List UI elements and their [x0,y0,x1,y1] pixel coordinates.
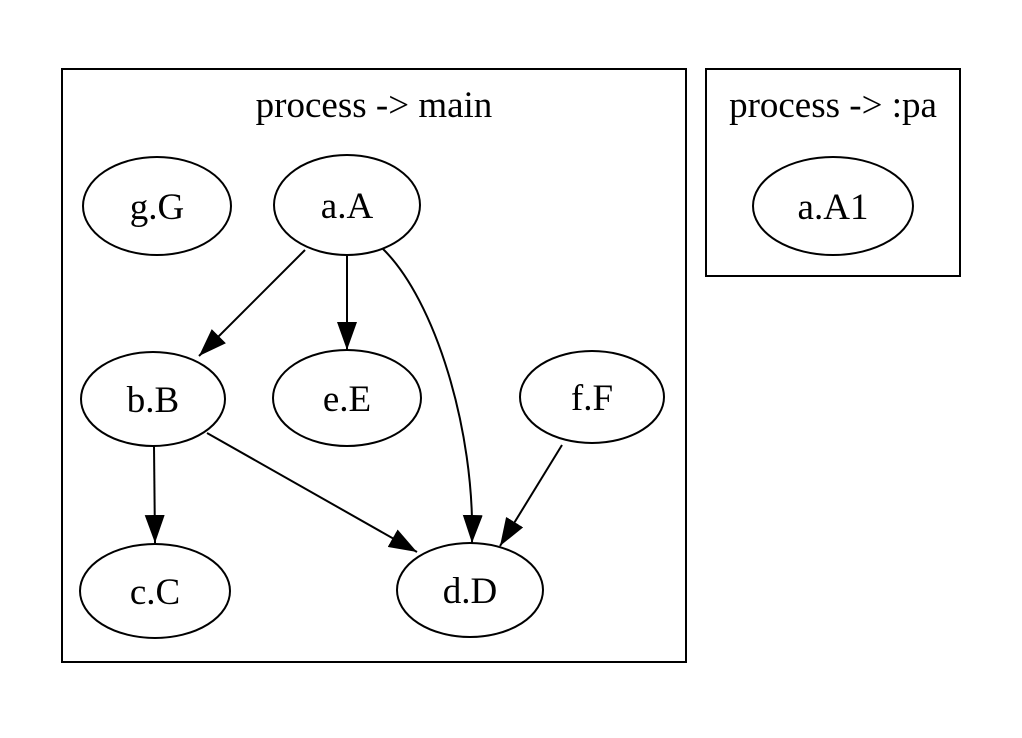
node-aA1-shape [752,156,914,256]
cluster-main-title: process -> main [256,85,493,126]
node-gG-shape [82,156,232,256]
edge-bB-dD [206,432,418,553]
node-fF-shape [519,350,665,444]
edge-bB-cC [144,445,165,544]
node-bB-shape [80,351,226,447]
node-bB-label: b.B [127,380,179,421]
node-fF: f.F [519,350,665,444]
node-aA1: a.A1 [752,156,914,256]
edge-fF-dD [499,444,563,547]
edge-aA-dD [382,248,483,544]
node-bB: b.B [80,351,226,447]
node-cC-shape [79,543,231,639]
node-aA1-label: a.A1 [798,187,869,228]
cluster-pa-border [705,68,961,277]
node-eE: e.E [272,349,422,447]
node-cC: c.C [79,543,231,639]
cluster-main-border [61,68,687,663]
node-gG-label: g.G [130,187,184,228]
edge-aA-bB [198,249,306,357]
node-aA-label: a.A [321,186,374,227]
node-aA: a.A [273,154,421,256]
node-gG: g.G [82,156,232,256]
cluster-pa-title: process -> :pa [729,85,937,126]
node-dD: d.D [396,542,544,638]
node-cC-label: c.C [130,572,180,613]
node-eE-label: e.E [323,379,371,420]
node-dD-label: d.D [443,571,497,612]
node-dD-shape [396,542,544,638]
node-fF-label: f.F [571,378,613,419]
